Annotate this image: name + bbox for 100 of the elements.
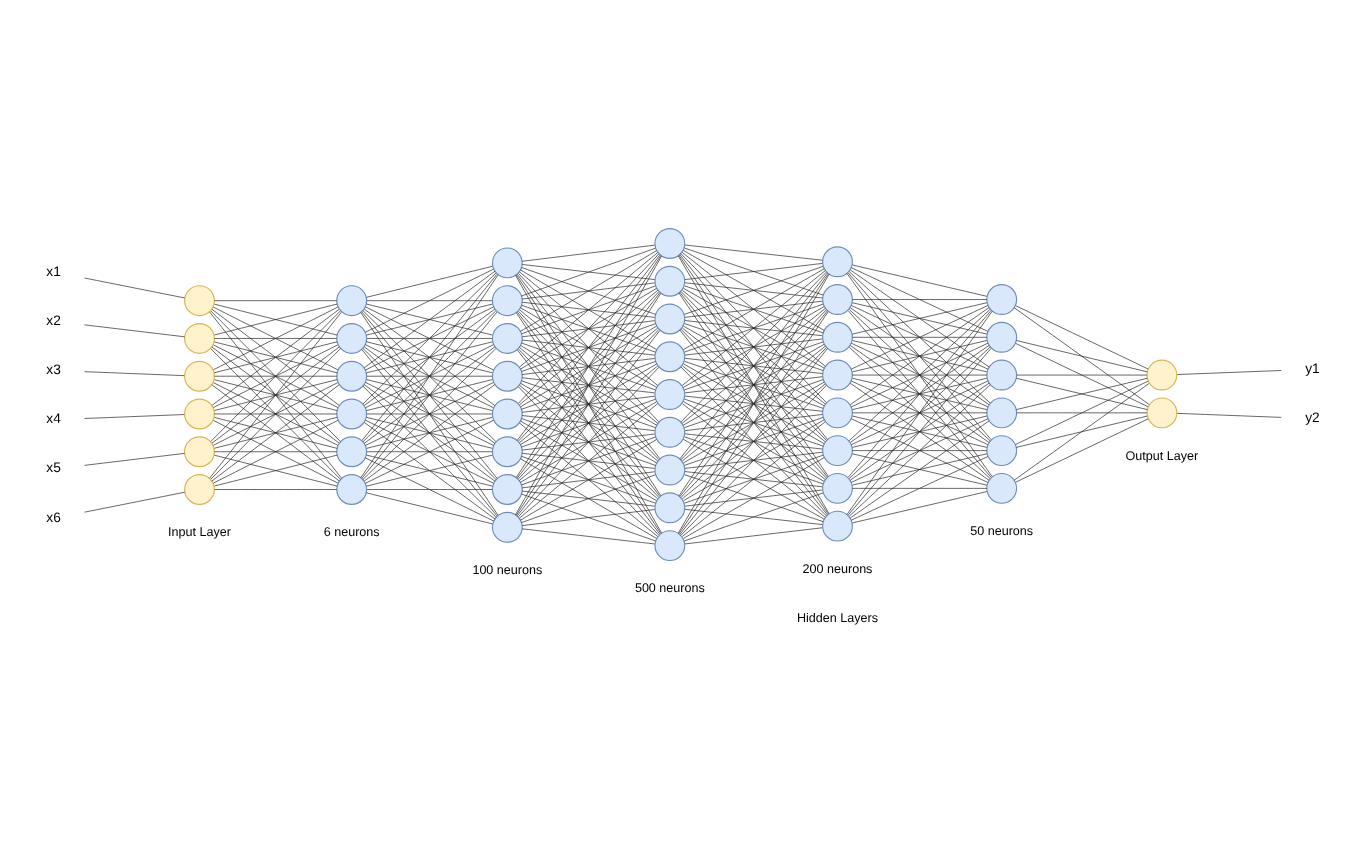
connector [518, 273, 660, 423]
connector [214, 417, 338, 449]
connector [679, 310, 828, 497]
connector [684, 266, 824, 315]
node-circle [491, 323, 523, 354]
connector [520, 288, 657, 370]
connector [521, 474, 656, 523]
connector [518, 367, 660, 517]
connector [684, 471, 823, 488]
node-circle [184, 436, 215, 468]
connector [1016, 374, 1148, 376]
connector [516, 330, 661, 517]
connector [520, 439, 657, 521]
connector [679, 254, 828, 440]
connector [361, 349, 498, 517]
connector [684, 244, 823, 261]
connector [683, 250, 825, 331]
connector [847, 310, 992, 478]
node-circle [986, 472, 1018, 504]
connector [366, 341, 493, 374]
node-circle [654, 228, 686, 259]
connector [852, 491, 988, 524]
connector [684, 376, 823, 394]
node-circle [822, 435, 853, 467]
node-circle [184, 360, 215, 392]
node-circle [986, 397, 1018, 429]
node-circle [822, 359, 853, 391]
connector [214, 451, 338, 453]
connector [516, 254, 661, 441]
connector [365, 419, 494, 484]
connector [364, 422, 496, 520]
connector [678, 311, 829, 535]
node-circle [336, 285, 368, 317]
connector [211, 384, 340, 482]
node-circle [491, 398, 523, 430]
connector [366, 454, 493, 487]
connector [362, 385, 497, 518]
connector [214, 303, 338, 336]
connector [684, 474, 824, 522]
connector [521, 415, 655, 431]
connector [678, 254, 829, 477]
connector [683, 439, 825, 520]
connector [680, 290, 827, 441]
connector [684, 303, 824, 353]
connector [679, 348, 828, 535]
connector [1015, 380, 1149, 445]
connector [680, 253, 827, 403]
connector [683, 381, 825, 464]
node-circle [986, 359, 1018, 391]
connector [684, 300, 823, 318]
connector [519, 271, 658, 386]
connector [213, 420, 339, 484]
connector [516, 292, 661, 479]
connector [852, 302, 988, 335]
connector [849, 382, 990, 481]
connector [852, 453, 988, 486]
node-circle [1146, 359, 1178, 391]
connector [1015, 418, 1149, 483]
connector [682, 270, 826, 386]
connector [214, 375, 338, 377]
node-circle [491, 436, 523, 468]
connector [521, 301, 655, 318]
connector [516, 274, 662, 496]
connector [680, 366, 827, 517]
connector [521, 452, 655, 469]
connector [852, 340, 988, 373]
connector [366, 379, 493, 411]
connector [1013, 383, 1150, 481]
connector [680, 385, 827, 536]
connector [519, 290, 658, 406]
connector [521, 398, 656, 448]
connector [519, 309, 658, 424]
connector [521, 361, 656, 410]
connector [679, 292, 828, 478]
connector [683, 306, 825, 388]
connector [1015, 343, 1149, 408]
connector [683, 363, 825, 445]
connector [684, 454, 824, 504]
connector [682, 365, 826, 480]
connector [519, 327, 658, 443]
connector [521, 456, 656, 504]
node-circle [336, 398, 368, 430]
connector [851, 342, 989, 408]
connector [847, 272, 992, 440]
connector [520, 325, 657, 408]
connector [851, 305, 989, 370]
connector [521, 528, 655, 545]
node-circle [336, 360, 368, 392]
connector [684, 509, 823, 525]
node-circle [491, 285, 523, 317]
connector [521, 282, 655, 300]
node-circle [654, 303, 686, 335]
connector [684, 492, 824, 542]
connector [682, 421, 826, 537]
node-circle [822, 246, 853, 278]
connector [684, 341, 824, 391]
connector [519, 252, 658, 368]
node-circle [654, 454, 686, 486]
connector [679, 272, 828, 460]
node-circle [491, 511, 523, 543]
